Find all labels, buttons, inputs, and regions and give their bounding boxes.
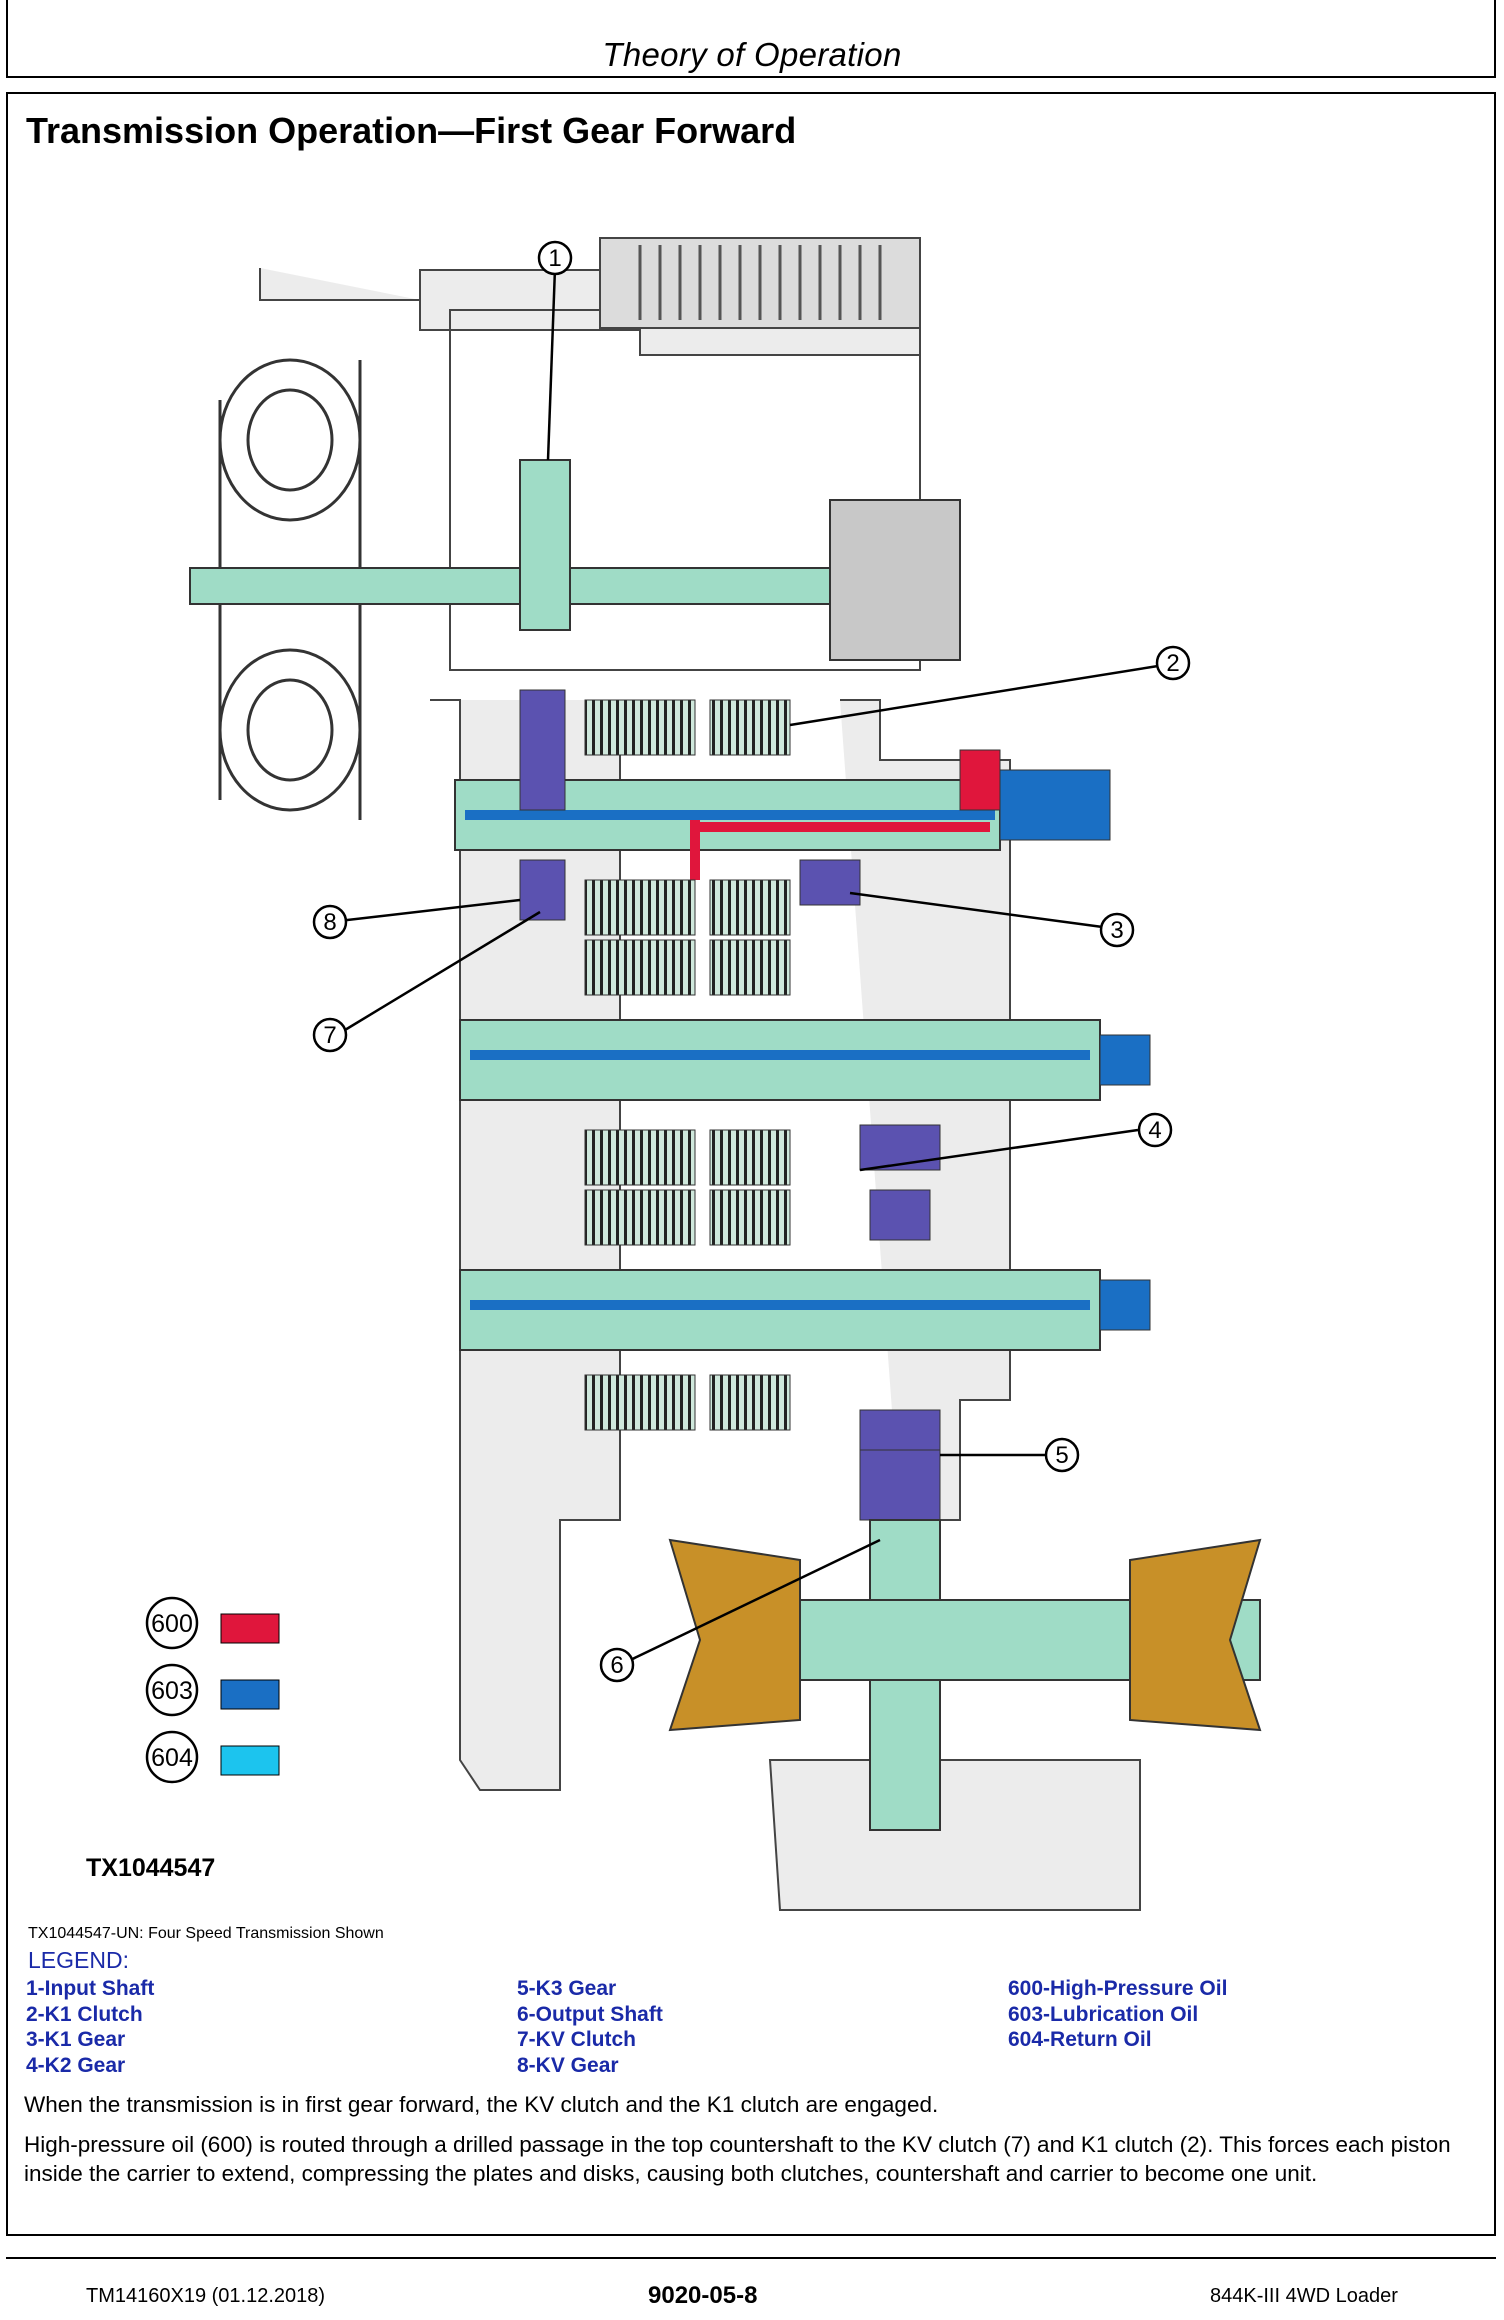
key-code-603: 603	[151, 1677, 193, 1705]
footer-page-number: 9020-05-8	[648, 2282, 758, 2309]
body-paragraph-2: High-pressure oil (600) is routed throug…	[24, 2132, 1451, 2186]
content-frame	[6, 92, 1496, 2236]
footer-doc-id: TM14160X19 (01.12.2018)	[86, 2285, 326, 2307]
figure-id: TX1044547	[86, 1854, 215, 1882]
legend-column-3: 600-High-Pressure Oil 603-Lubrication Oi…	[1008, 1976, 1468, 2078]
footer-machine: 844K-III 4WD Loader	[1210, 2285, 1398, 2307]
legend-item: 603-Lubrication Oil	[1008, 2002, 1199, 2026]
key-swatch-604	[220, 1745, 280, 1776]
output-shaft	[668, 1519, 1262, 1831]
legend-item: 600-High-Pressure Oil	[1008, 1977, 1228, 2000]
input-shaft	[189, 459, 961, 661]
countershaft-1	[454, 689, 1111, 936]
callout-label: 1	[548, 245, 561, 272]
key-swatch-603	[220, 1679, 280, 1710]
legend-item: 3-K1 Gear	[26, 2028, 126, 2051]
legend-item: 2-K1 Clutch	[26, 2002, 143, 2026]
transmission-housing	[259, 239, 1141, 1911]
section-header: Theory of Operation	[602, 36, 902, 73]
legend-grid: 1-Input Shaft 2-K1 Clutch 3-K1 Gear 4-K2…	[26, 1976, 1476, 2078]
legend-block: TX1044547-UN: Four Speed Transmission Sh…	[26, 1925, 1476, 2078]
callout-label: 8	[323, 909, 336, 936]
callouts: 1 2 3 4 5 6 7 8	[312, 240, 1191, 1683]
page-title: Transmission Operation—First Gear Forwar…	[26, 110, 797, 151]
callout-label: 5	[1055, 1442, 1068, 1469]
color-key: 600 603 604	[145, 1596, 280, 1784]
legend-column-2: 5-K3 Gear 6-Output Shaft 7-KV Clutch 8-K…	[517, 1976, 1008, 2078]
control-valve	[599, 237, 921, 329]
callout-label: 3	[1110, 917, 1123, 944]
callout-label: 7	[323, 1022, 336, 1049]
legend-item: 4-K2 Gear	[26, 2053, 126, 2077]
callout-1	[537, 240, 573, 276]
key-code-600: 600	[151, 1610, 193, 1638]
legend-item: 7-KV Clutch	[517, 2028, 637, 2051]
callout-label: 2	[1166, 650, 1179, 677]
countershaft-2	[459, 939, 1151, 1186]
footer-rule	[6, 2257, 1496, 2259]
countershaft-3	[459, 1189, 1151, 1521]
legend-item: 604-Return Oil	[1008, 2028, 1152, 2051]
figure-caption: TX1044547-UN: Four Speed Transmission Sh…	[28, 1925, 384, 1942]
callout-3	[1099, 912, 1135, 948]
callout-2	[1155, 645, 1191, 681]
callout-6	[599, 1647, 635, 1683]
header-box	[6, 0, 1496, 78]
legend-title: LEGEND:	[28, 1947, 129, 1973]
callout-label: 4	[1148, 1117, 1161, 1144]
body-paragraph-1: When the transmission is in first gear f…	[24, 2092, 939, 2117]
legend-column-1: 1-Input Shaft 2-K1 Clutch 3-K1 Gear 4-K2…	[26, 1976, 517, 2078]
callout-5	[1044, 1437, 1080, 1473]
callout-4	[1137, 1112, 1173, 1148]
key-code-604: 604	[151, 1744, 193, 1772]
legend-item: 6-Output Shaft	[517, 2002, 663, 2026]
transmission-diagram: 1 2 3 4 5 6 7 8 600 603 604 TX1044547	[86, 237, 1262, 1911]
legend-item: 8-KV Gear	[517, 2053, 619, 2077]
key-swatch-600	[220, 1613, 280, 1644]
legend-item: 5-K3 Gear	[517, 1977, 617, 2000]
legend-item: 1-Input Shaft	[26, 1977, 155, 2000]
callout-label: 6	[610, 1652, 623, 1679]
callout-7	[312, 1017, 348, 1053]
callout-8	[312, 904, 348, 940]
